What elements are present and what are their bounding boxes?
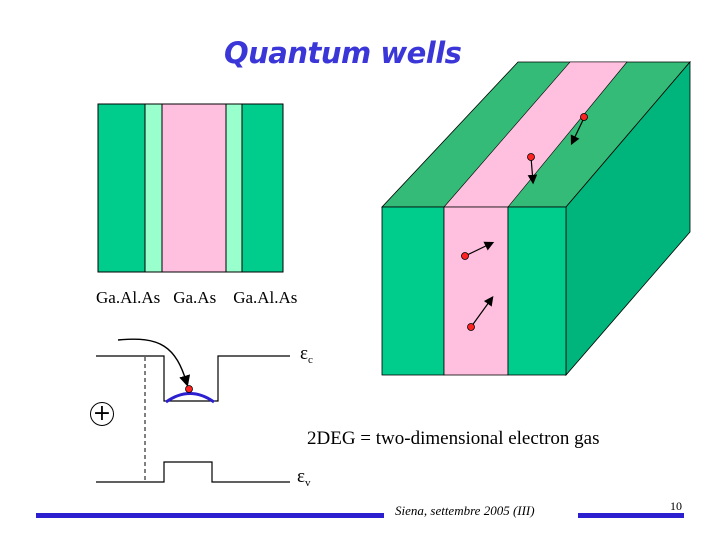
well-layer (161, 103, 227, 273)
right-barrier-layer (241, 103, 284, 273)
valence-subscript: v (304, 477, 311, 489)
layer-stack (97, 103, 284, 273)
epsilon-symbol: ε (300, 343, 308, 364)
caption-2deg: 2DEG = two-dimensional electron gas (307, 428, 600, 449)
valence-band-label: εv (297, 466, 310, 489)
trapped-electron (185, 385, 193, 393)
electron-3 (461, 241, 495, 260)
footer-bar-right (578, 513, 684, 518)
three-d-heterostructure (381, 60, 691, 377)
donor-plus-icon: + (90, 402, 114, 426)
label-right-barrier: Ga.Al.As (233, 288, 298, 307)
front-right-barrier (507, 206, 567, 376)
left-barrier-layer (97, 103, 146, 273)
label-well: Ga.As (173, 288, 217, 307)
valence-band-edge (96, 461, 290, 483)
left-spacer-layer (144, 103, 163, 273)
label-left-barrier: Ga.Al.As (96, 288, 161, 307)
band-diagram (96, 338, 290, 483)
page-title: Quantum wells (224, 36, 462, 70)
page-number: 10 (670, 499, 682, 513)
ground-state-subband (165, 392, 215, 404)
electron-1 (570, 113, 588, 146)
electron-trajectory (117, 338, 191, 387)
layer-labels: Ga.Al.As Ga.As Ga.Al.As (96, 288, 297, 308)
footer-bar-left (36, 513, 384, 518)
conduction-subscript: c (307, 354, 313, 366)
footer-text: Siena, settembre 2005 (III) (395, 503, 535, 518)
electron-4 (467, 296, 494, 331)
electron-2 (527, 153, 538, 185)
conduction-band-label: εc (300, 343, 313, 366)
right-spacer-layer (225, 103, 243, 273)
front-left-barrier (381, 206, 445, 376)
front-well (443, 206, 509, 376)
epsilon-symbol: ε (297, 466, 305, 487)
conduction-band-edge (96, 355, 290, 402)
